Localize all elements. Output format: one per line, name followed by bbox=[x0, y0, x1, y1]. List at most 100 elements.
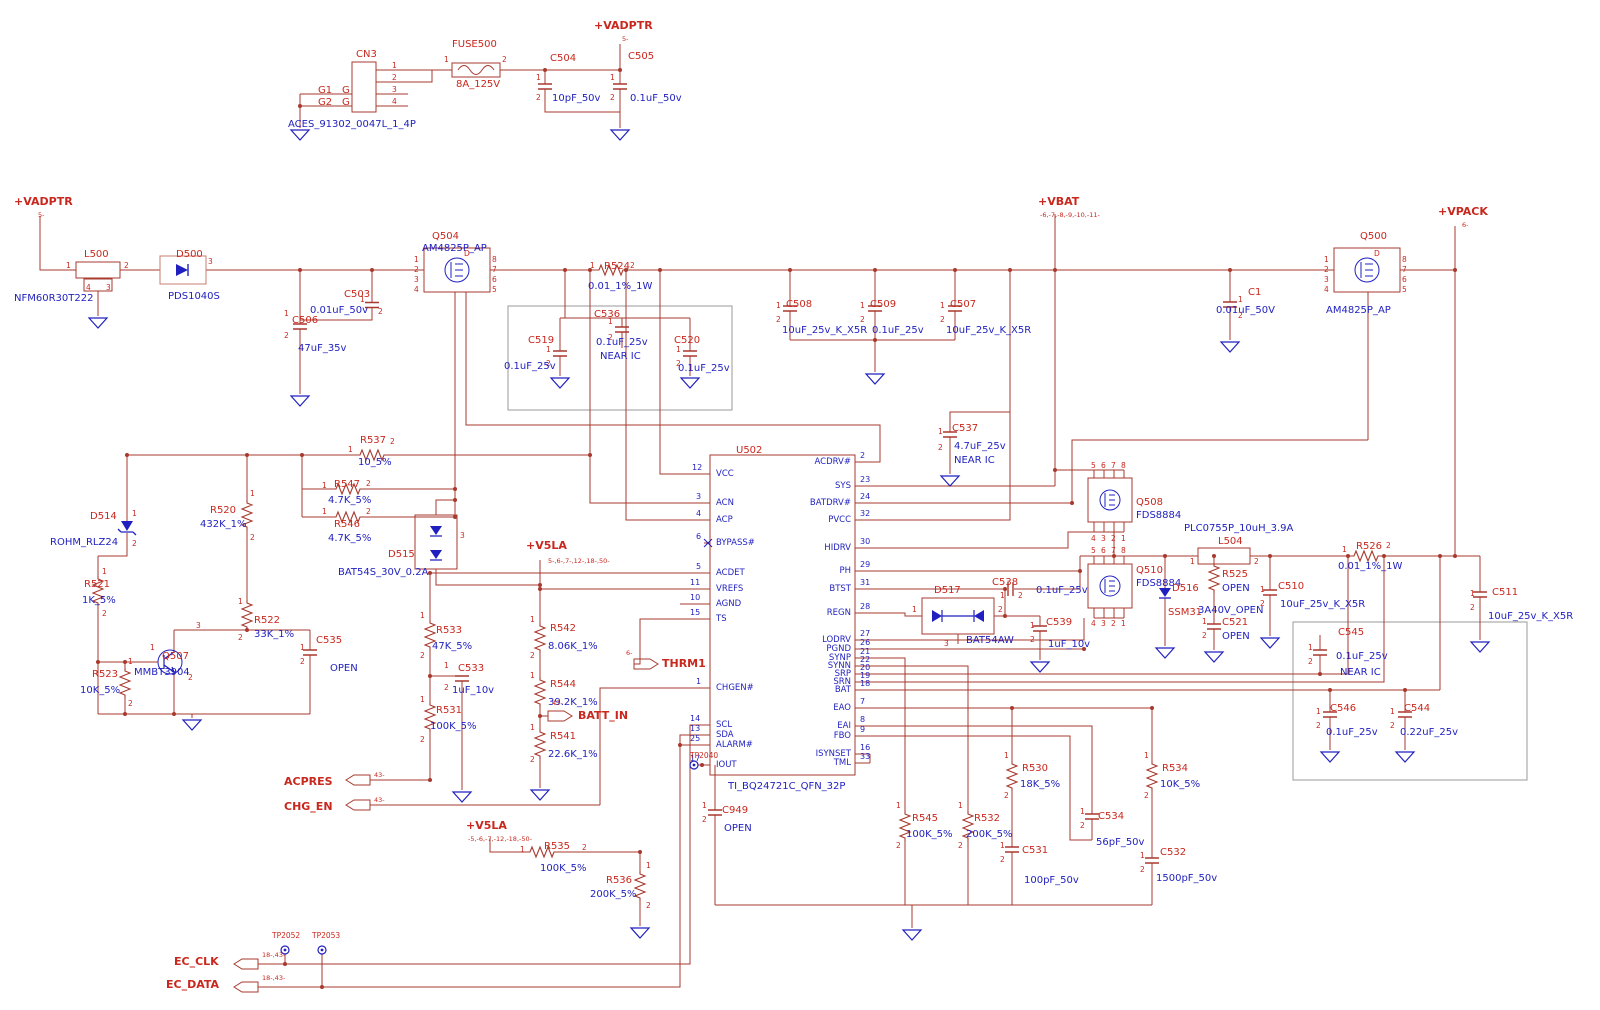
ref-tp2040: TP2040 bbox=[690, 751, 719, 760]
num-r522-2: 2 bbox=[238, 633, 243, 642]
num-r522-1: 1 bbox=[238, 597, 243, 606]
num-q504-3: 3 bbox=[414, 275, 419, 284]
val-d515: BAT54S_30V_0.2A bbox=[338, 567, 429, 578]
val-c505: 0.1uF_50v bbox=[630, 93, 682, 104]
net-ec-data-pins: 18-,43- bbox=[262, 974, 286, 982]
num-q508-3: 3 bbox=[1101, 534, 1106, 543]
pnum-ts: 15 bbox=[690, 608, 701, 617]
num-q504-6: 6 bbox=[492, 275, 497, 284]
d516-diode-symbol bbox=[1159, 588, 1171, 599]
ref-q508: Q508 bbox=[1136, 497, 1163, 508]
num-c509-2: 2 bbox=[860, 315, 865, 324]
num-r535-1: 1 bbox=[520, 845, 525, 854]
val-c511: 10uF_25v_K_X5R bbox=[1488, 611, 1574, 622]
num-q507-2: 2 bbox=[188, 673, 193, 682]
pnum-lodrv: 27 bbox=[860, 629, 871, 638]
net-batt-in-pins: 43- bbox=[552, 699, 563, 707]
ref-c510: C510 bbox=[1278, 581, 1305, 592]
ref-r544: R544 bbox=[550, 679, 577, 690]
num-c505-2: 2 bbox=[610, 93, 615, 102]
ref-cn3: CN3 bbox=[356, 49, 377, 60]
ref-r535: R535 bbox=[544, 841, 571, 852]
l504-inductor-symbol bbox=[1197, 547, 1251, 565]
num-r532-1: 1 bbox=[958, 801, 963, 810]
val-r526: 0.01_1%_1W bbox=[1338, 561, 1403, 572]
lbl-d516-name: SSM31 bbox=[1168, 607, 1203, 618]
d517-dual-diode-symbol bbox=[921, 597, 995, 635]
ref-r524: R524 bbox=[604, 261, 631, 272]
num-r524-2: 2 bbox=[630, 261, 635, 270]
pin-synn: SYNN bbox=[827, 661, 851, 671]
num-c534-2: 2 bbox=[1080, 821, 1085, 830]
net-vadptr-left-pins: 5- bbox=[38, 211, 45, 219]
val-c538: 0.1uF_25v bbox=[1036, 585, 1088, 596]
net-ec-data: EC_DATA bbox=[166, 978, 220, 991]
ref-r547: R547 bbox=[334, 479, 361, 490]
val-l500: NFM60R30T222 bbox=[14, 293, 94, 304]
num-c519-2: 2 bbox=[546, 359, 551, 368]
pin-agnd: AGND bbox=[716, 599, 742, 609]
num-d515-3: 3 bbox=[460, 531, 465, 540]
wire-net-top bbox=[299, 44, 621, 128]
val-c537: 4.7uF_25v bbox=[954, 441, 1006, 452]
num-r530-2: 2 bbox=[1004, 791, 1009, 800]
ref-r521: R521 bbox=[84, 579, 111, 590]
chg-en-net-arrow-icon bbox=[345, 799, 371, 811]
val-q500: AM4825P_AP bbox=[1326, 305, 1391, 316]
pin-ph: PH bbox=[839, 566, 851, 576]
num-r542-1: 1 bbox=[530, 615, 535, 624]
pin-iout: IOUT bbox=[716, 760, 737, 770]
val-r531: 100K_5% bbox=[430, 721, 477, 732]
ref-c507: C507 bbox=[950, 299, 977, 310]
cn3-connector-symbol bbox=[351, 61, 377, 113]
num-l500-2: 2 bbox=[124, 261, 129, 270]
val-c521: OPEN bbox=[1222, 631, 1250, 642]
num-l500-3: 3 bbox=[106, 283, 111, 292]
num-c520-1: 1 bbox=[676, 345, 681, 354]
val-r525: OPEN bbox=[1222, 583, 1250, 594]
ref-c508: C508 bbox=[786, 299, 813, 310]
pnum-bypass: 6 bbox=[696, 532, 702, 541]
ref-r534: R534 bbox=[1162, 763, 1189, 774]
num-c511-1: 1 bbox=[1470, 589, 1475, 598]
ref-c545: C545 bbox=[1338, 627, 1365, 638]
pin-btst: BTST bbox=[829, 584, 851, 594]
ref-d516: D516 bbox=[1172, 583, 1199, 594]
num-c537-1: 1 bbox=[938, 427, 943, 436]
pnum-acp: 4 bbox=[696, 509, 702, 518]
d500-diode-symbol bbox=[159, 255, 207, 285]
d514-zener-diode-symbol bbox=[117, 521, 137, 536]
num-r531-2: 2 bbox=[420, 735, 425, 744]
num-r542-2: 2 bbox=[530, 651, 535, 660]
val-r535: 100K_5% bbox=[540, 863, 587, 874]
near-ic-box-output bbox=[1292, 621, 1528, 781]
num-r541-1: 1 bbox=[530, 723, 535, 732]
num-c508-2: 2 bbox=[776, 315, 781, 324]
pnum-hidrv: 30 bbox=[860, 537, 871, 546]
num-c1-2: 2 bbox=[1238, 311, 1243, 320]
num-q508-5: 5 bbox=[1091, 461, 1096, 470]
num-d514-1: 1 bbox=[132, 509, 137, 518]
num-q510-2: 2 bbox=[1111, 619, 1116, 628]
num-c545-2: 2 bbox=[1308, 657, 1313, 666]
val-r545: 100K_5% bbox=[906, 829, 953, 840]
num-c509-1: 1 bbox=[860, 301, 865, 310]
net-acpres: ACPRES bbox=[284, 775, 333, 788]
pnum-sda: 13 bbox=[690, 724, 701, 733]
bypass-no-connect-icon bbox=[703, 538, 713, 548]
num-cn3-4: 4 bbox=[392, 97, 397, 106]
num-r547-2: 2 bbox=[366, 479, 371, 488]
pnum-tml: 33 bbox=[860, 752, 871, 761]
near-ic-boxes bbox=[507, 305, 1528, 781]
val-l504: PLC0755P_10uH_3.9A bbox=[1184, 523, 1294, 534]
pin-hidrv: HIDRV bbox=[824, 543, 851, 553]
net-vpack: +VPACK bbox=[1438, 205, 1488, 218]
val-q504: AM4825P_AP bbox=[422, 243, 487, 254]
net-ec-clk-pins: 18-,43- bbox=[262, 951, 286, 959]
val-c519: 0.1uF_25v bbox=[504, 361, 556, 372]
acpres-net-arrow-icon bbox=[345, 774, 371, 786]
val-c520: 0.1uF_25v bbox=[678, 363, 730, 374]
val-c506: 47uF_35v bbox=[298, 343, 347, 354]
num-c545-1: 1 bbox=[1308, 643, 1313, 652]
